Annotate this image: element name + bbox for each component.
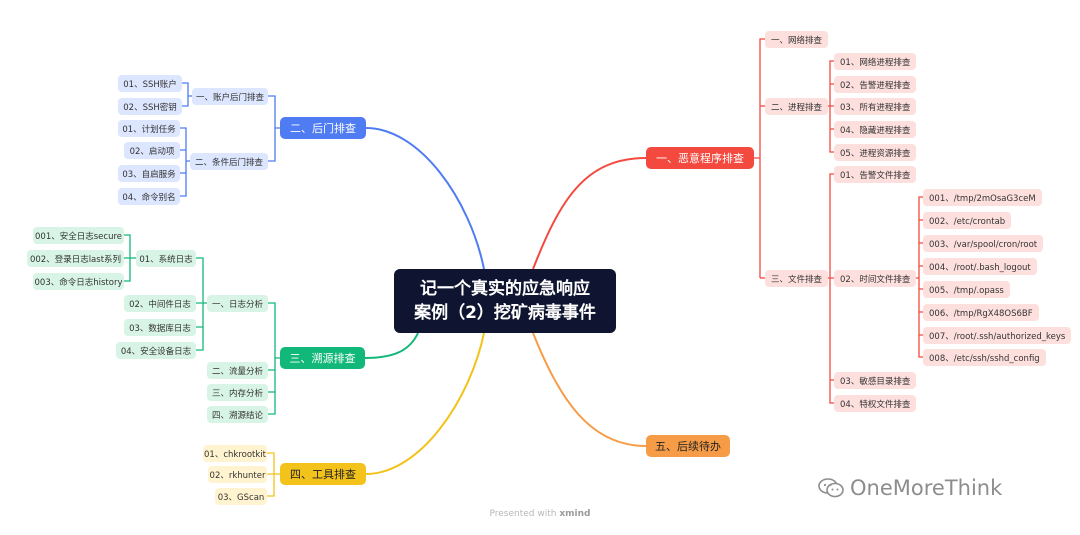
wechat-icon <box>818 478 844 498</box>
central-topic-line2: 案例（2）挖矿病毒事件 <box>414 303 596 323</box>
central-topic-line1: 记一个真实的应急响应 <box>420 279 590 299</box>
log-item[interactable]: 03、数据库日志 <box>124 319 196 336</box>
process-item[interactable]: 02、告警进程排查 <box>834 76 917 93</box>
time-file-item[interactable]: 006、/tmp/RgX48OS6BF <box>923 304 1039 321</box>
system-log-item[interactable]: 002、登录日志last系列 <box>27 250 124 267</box>
file-item-privileged[interactable]: 04、特权文件排查 <box>834 395 917 412</box>
condition-item[interactable]: 01、计划任务 <box>118 120 180 137</box>
file-item-time[interactable]: 02、时间文件排查 <box>834 270 917 287</box>
system-log-item[interactable]: 003、命令日志history <box>33 273 124 290</box>
tool-item[interactable]: 02、rkhunter <box>208 466 267 483</box>
process-item[interactable]: 03、所有进程排查 <box>834 98 917 115</box>
time-file-item[interactable]: 002、/etc/crontab <box>923 212 1012 229</box>
subtopic-network-check[interactable]: 一、网络排查 <box>765 31 829 48</box>
condition-item[interactable]: 03、自启服务 <box>118 165 180 182</box>
system-log-item[interactable]: 001、安全日志secure <box>33 227 124 244</box>
account-item[interactable]: 02、SSH密钥 <box>118 98 182 115</box>
file-item-sensitive[interactable]: 03、敏感目录排查 <box>834 372 917 389</box>
footer-credit: Presented with xmind <box>0 509 1080 519</box>
time-file-item[interactable]: 007、/root/.ssh/authorized_keys <box>923 327 1072 344</box>
time-file-item[interactable]: 001、/tmp/2mOsaG3ceM <box>923 189 1042 206</box>
process-item[interactable]: 01、网络进程排查 <box>834 53 917 70</box>
topic-tools-check[interactable]: 四、工具排查 <box>280 463 366 485</box>
central-topic[interactable]: 记一个真实的应急响应 案例（2）挖矿病毒事件 <box>394 269 616 333</box>
subtopic-other[interactable]: 四、溯源结论 <box>207 406 268 423</box>
subtopic-other[interactable]: 二、流量分析 <box>207 362 268 379</box>
tool-item[interactable]: 01、chkrootkit <box>203 445 267 462</box>
condition-item[interactable]: 04、命令别名 <box>118 188 180 205</box>
topic-trace-check[interactable]: 三、溯源排查 <box>280 347 365 369</box>
log-item[interactable]: 04、安全设备日志 <box>116 342 196 359</box>
xmind-logo-text: xmind <box>559 509 591 519</box>
account-item[interactable]: 01、SSH账户 <box>118 75 182 92</box>
watermark-text: OneMoreThink <box>850 476 1003 500</box>
process-item[interactable]: 05、进程资源排查 <box>834 144 917 161</box>
tool-item[interactable]: 03、GScan <box>215 488 267 505</box>
time-file-item[interactable]: 003、/var/spool/cron/root <box>923 235 1044 252</box>
subtopic-process-check[interactable]: 二、进程排查 <box>765 98 829 115</box>
topic-backdoor-check[interactable]: 二、后门排查 <box>280 117 366 139</box>
topic-follow-up[interactable]: 五、后续待办 <box>646 435 730 457</box>
subtopic-other[interactable]: 三、内存分析 <box>207 384 268 401</box>
condition-item[interactable]: 02、启动项 <box>124 142 180 159</box>
subtopic-account-backdoor[interactable]: 一、账户后门排查 <box>192 88 268 105</box>
time-file-item[interactable]: 005、/tmp/.opass <box>923 281 1010 298</box>
subtopic-log-analysis[interactable]: 一、日志分析 <box>207 295 268 312</box>
footer-prefix: Presented with <box>489 509 557 519</box>
process-item[interactable]: 04、隐藏进程排查 <box>834 121 917 138</box>
subtopic-condition-backdoor[interactable]: 二、条件后门排查 <box>190 153 268 170</box>
topic-malware-check[interactable]: 一、恶意程序排查 <box>646 147 754 169</box>
log-item-system[interactable]: 01、系统日志 <box>136 250 196 267</box>
log-item[interactable]: 02、中间件日志 <box>124 295 196 312</box>
subtopic-file-check[interactable]: 三、文件排查 <box>765 270 829 287</box>
watermark: OneMoreThink <box>818 476 1002 500</box>
file-item-alert[interactable]: 01、告警文件排查 <box>834 166 917 183</box>
time-file-item[interactable]: 008、/etc/ssh/sshd_config <box>923 349 1046 366</box>
time-file-item[interactable]: 004、/root/.bash_logout <box>923 258 1037 275</box>
